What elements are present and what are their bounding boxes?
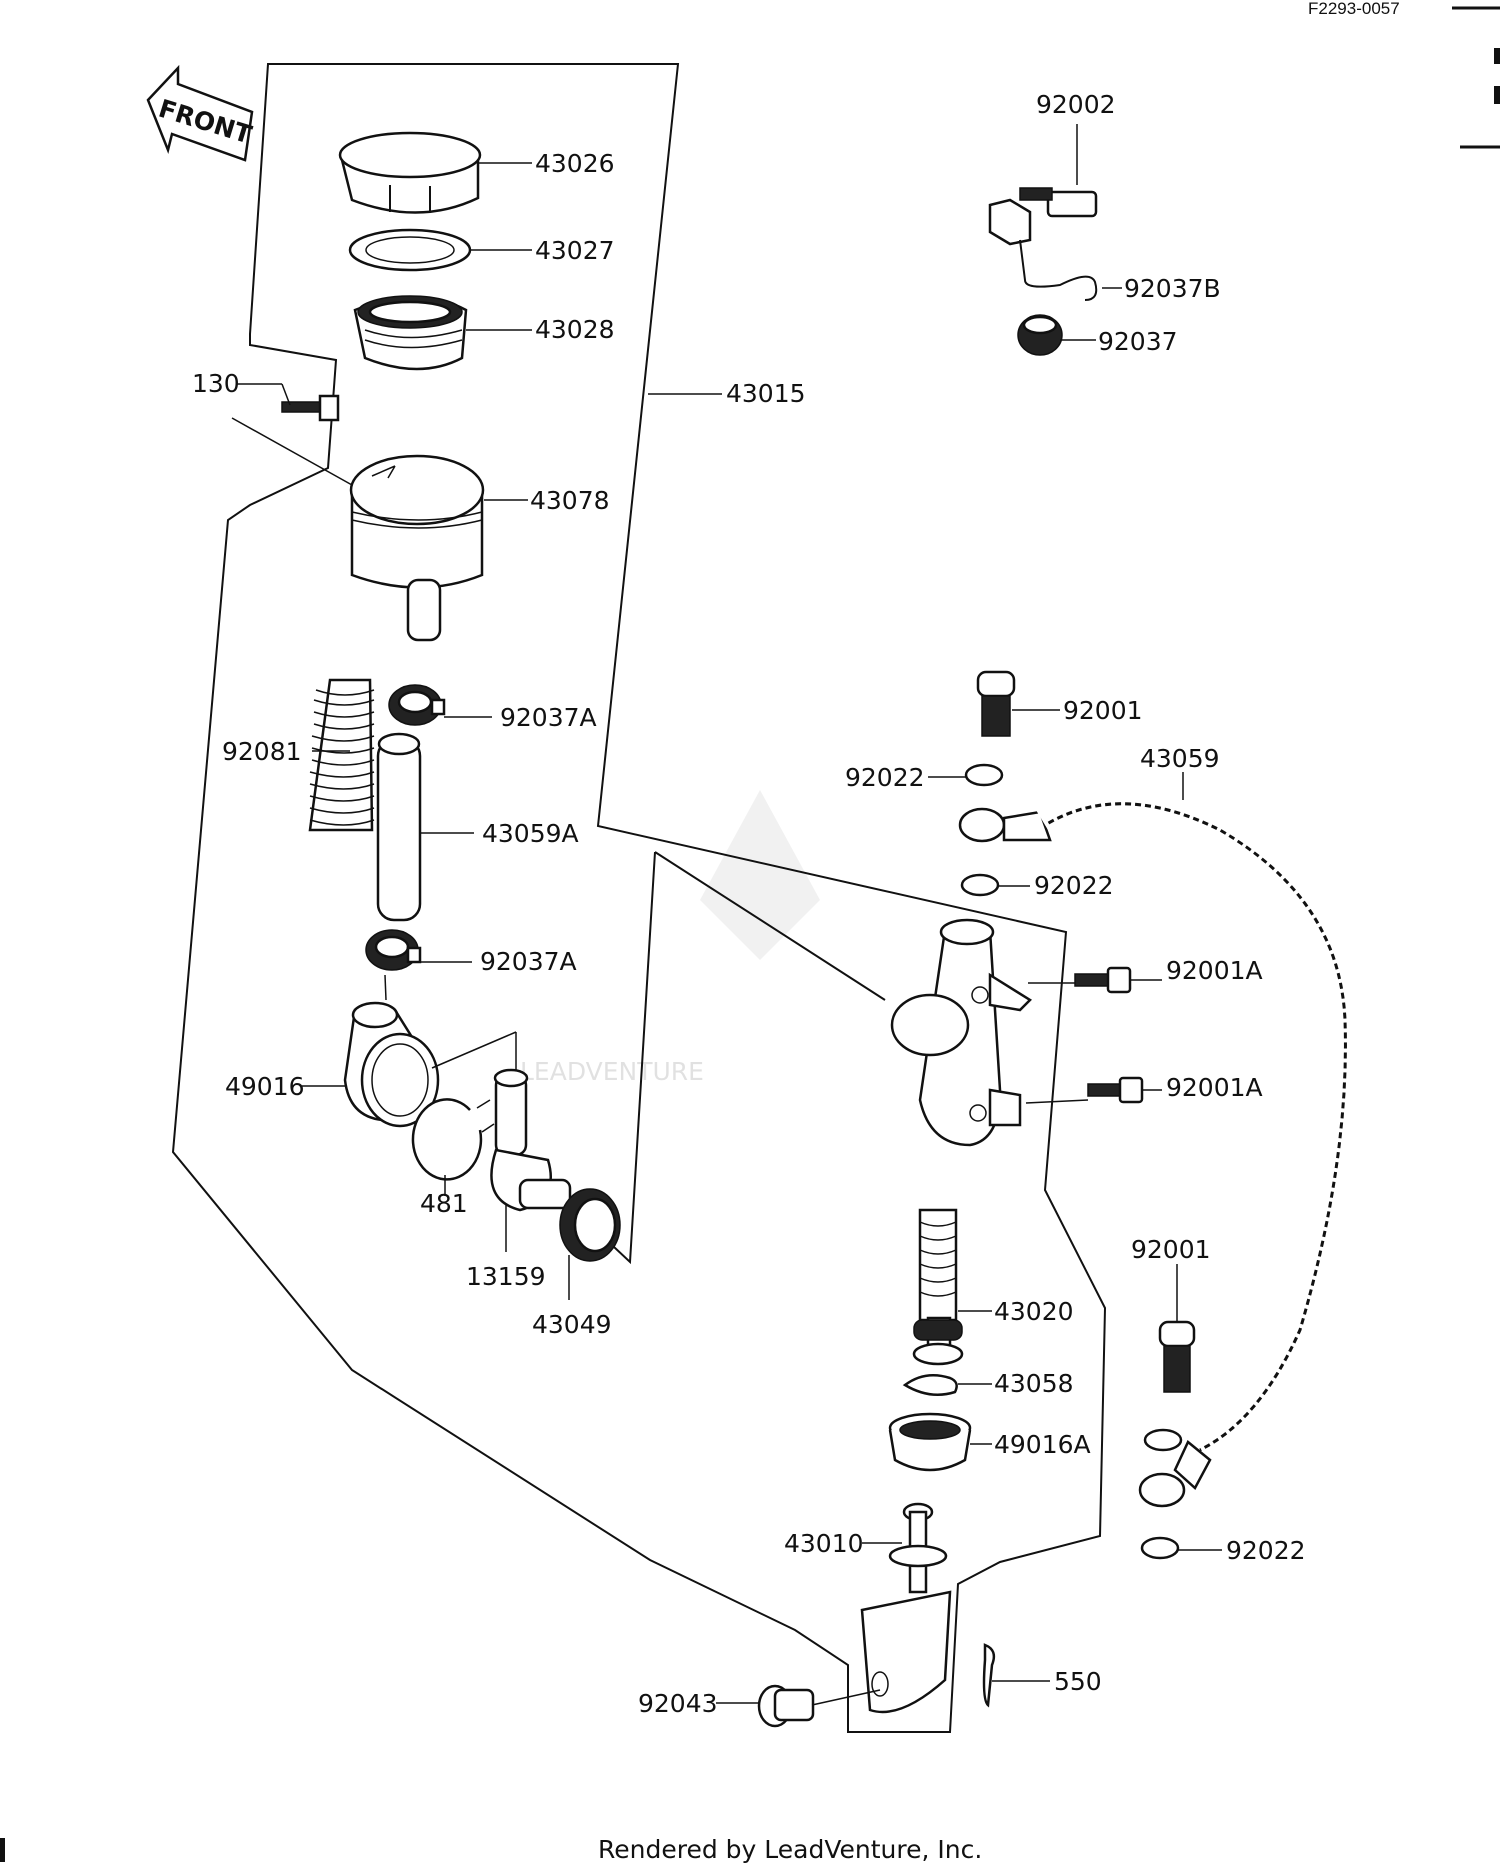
callout-43078: 43078 — [530, 486, 610, 515]
callout-43010: 43010 — [784, 1529, 864, 1558]
footer-credit: Rendered by LeadVenture, Inc. — [598, 1835, 982, 1864]
diagram-code: F2293-0057 — [1308, 0, 1400, 18]
callout-43059: 43059 — [1140, 744, 1220, 773]
callout-92001A-bottom: 92001A — [1166, 1073, 1263, 1102]
callout-43049: 43049 — [532, 1310, 612, 1339]
pin-92043 — [757, 1684, 815, 1728]
screw-130 — [281, 394, 340, 422]
callout-550: 550 — [1054, 1667, 1102, 1696]
callout-92001A-top: 92001A — [1166, 956, 1263, 985]
callout-92022-a: 92022 — [845, 763, 925, 792]
clevis — [860, 1590, 952, 1714]
diaphragm-plate — [348, 228, 472, 272]
watermark: LEADVENTURE — [520, 790, 820, 1086]
callout-43027: 43027 — [535, 236, 615, 265]
reservoir-cap — [338, 131, 482, 214]
washer-92022-b — [960, 873, 1000, 897]
callout-92037: 92037 — [1098, 327, 1178, 356]
piston-43020 — [912, 1208, 964, 1366]
edge-mark — [1494, 48, 1500, 64]
washer-92022-c — [1140, 1536, 1180, 1560]
callout-92037B: 92037B — [1124, 274, 1221, 303]
callout-13159: 13159 — [466, 1262, 546, 1291]
callout-92002: 92002 — [1036, 90, 1116, 119]
callout-43058: 43058 — [994, 1369, 1074, 1398]
hose-43059A — [376, 732, 422, 922]
callout-43026: 43026 — [535, 149, 615, 178]
clamp-92037A-top — [388, 684, 446, 726]
banjo-fitting-bottom — [1138, 1440, 1212, 1508]
boot-92081 — [308, 678, 375, 832]
push-rod-43010 — [888, 1502, 948, 1594]
callout-92001-bottom: 92001 — [1131, 1235, 1211, 1264]
washer-bottom-mid — [1143, 1428, 1183, 1452]
edge-mark — [1494, 86, 1500, 104]
cap-49016 — [343, 1001, 440, 1128]
banjo-bolt-92001-bottom — [1158, 1320, 1196, 1393]
callout-92037A-top: 92037A — [500, 703, 597, 732]
grommet-92037 — [1017, 314, 1063, 356]
grommet-43049 — [559, 1188, 621, 1262]
clamp-92037A-bottom — [365, 929, 422, 971]
watermark-text: LEADVENTURE — [520, 1057, 704, 1086]
callout-43028: 43028 — [535, 315, 615, 344]
callout-92022-b: 92022 — [1034, 871, 1114, 900]
front-arrow: FRONT — [146, 64, 255, 162]
circlip-43058 — [902, 1373, 958, 1397]
diaphragm — [353, 295, 468, 371]
callout-130: 130 — [192, 369, 240, 398]
washer-92022-a — [964, 763, 1004, 787]
callout-92022-c: 92022 — [1226, 1536, 1306, 1565]
callout-92043: 92043 — [638, 1689, 718, 1718]
fitting-13159 — [490, 1068, 572, 1212]
brake-hose-43059 — [1034, 783, 1366, 1468]
cotter-pin-550 — [982, 1643, 996, 1708]
callout-92037A-bottom: 92037A — [480, 947, 577, 976]
edge-mark — [0, 1838, 5, 1862]
bolt-92001A-bottom — [1087, 1076, 1144, 1104]
callout-481: 481 — [420, 1189, 468, 1218]
banjo-bolt-92001-top — [976, 670, 1016, 737]
group-outline-43015 — [171, 63, 1107, 1733]
bolt-92001A-top — [1074, 966, 1132, 994]
callout-43020: 43020 — [994, 1297, 1074, 1326]
bracket-92037B — [988, 198, 1098, 301]
bolt-92002 — [1019, 187, 1098, 218]
callout-92081: 92081 — [222, 737, 302, 766]
callout-49016: 49016 — [225, 1072, 305, 1101]
boot-49016A — [888, 1412, 972, 1472]
callout-43015: 43015 — [726, 379, 806, 408]
callout-92001-top: 92001 — [1063, 696, 1143, 725]
master-cylinder-body — [890, 918, 1032, 1147]
reservoir — [349, 454, 485, 642]
circlip-481 — [411, 1098, 495, 1181]
leader-lines — [231, 124, 1222, 1706]
banjo-fitting-top — [958, 807, 1052, 843]
callout-49016A: 49016A — [994, 1430, 1091, 1459]
callout-43059A: 43059A — [482, 819, 579, 848]
